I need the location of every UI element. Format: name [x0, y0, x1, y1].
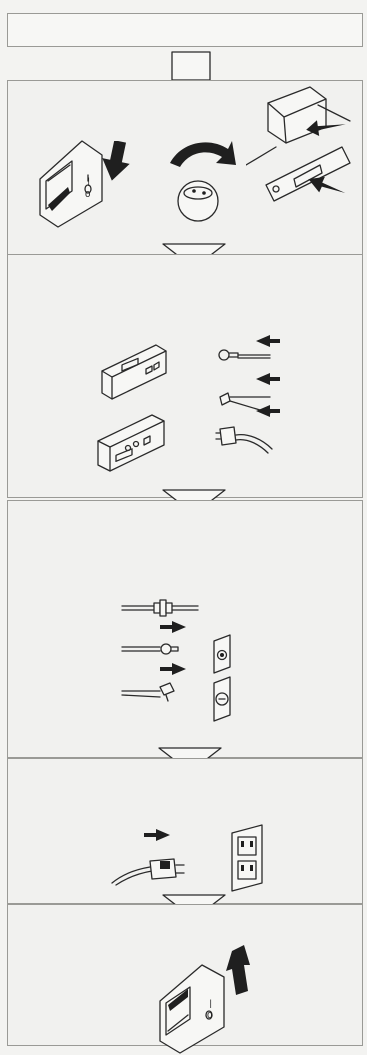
- switch-mark-on: |: [208, 999, 213, 1009]
- step-1-panel: | O: [7, 80, 363, 255]
- step-2-panel: [7, 254, 363, 498]
- switch-mark-on: |: [86, 177, 91, 187]
- switch-mark-off: O: [85, 190, 90, 200]
- phone-to-wall-jack-illustration: [120, 661, 250, 731]
- power-plug-illustration: [212, 405, 292, 465]
- coax-coupler-illustration: [118, 597, 208, 621]
- step-marker-box: [0, 0, 367, 90]
- switch-off-device-illustration: [246, 81, 356, 221]
- switch-mark-off: O: [207, 1011, 212, 1021]
- electronic-unit-illustration: [92, 335, 212, 495]
- power-switch-on-illustration: [154, 935, 254, 1055]
- electrical-outlet-illustration: [226, 819, 286, 899]
- rotate-knob-illustration: [158, 133, 238, 233]
- coax-connector-illustration: [212, 333, 292, 373]
- step-5-panel: | O: [7, 904, 363, 1046]
- step-3-panel: [7, 500, 363, 758]
- power-plug-into-outlet-illustration: [104, 827, 214, 897]
- down-arrow-icon: [102, 141, 132, 191]
- step-4-panel: [7, 758, 363, 904]
